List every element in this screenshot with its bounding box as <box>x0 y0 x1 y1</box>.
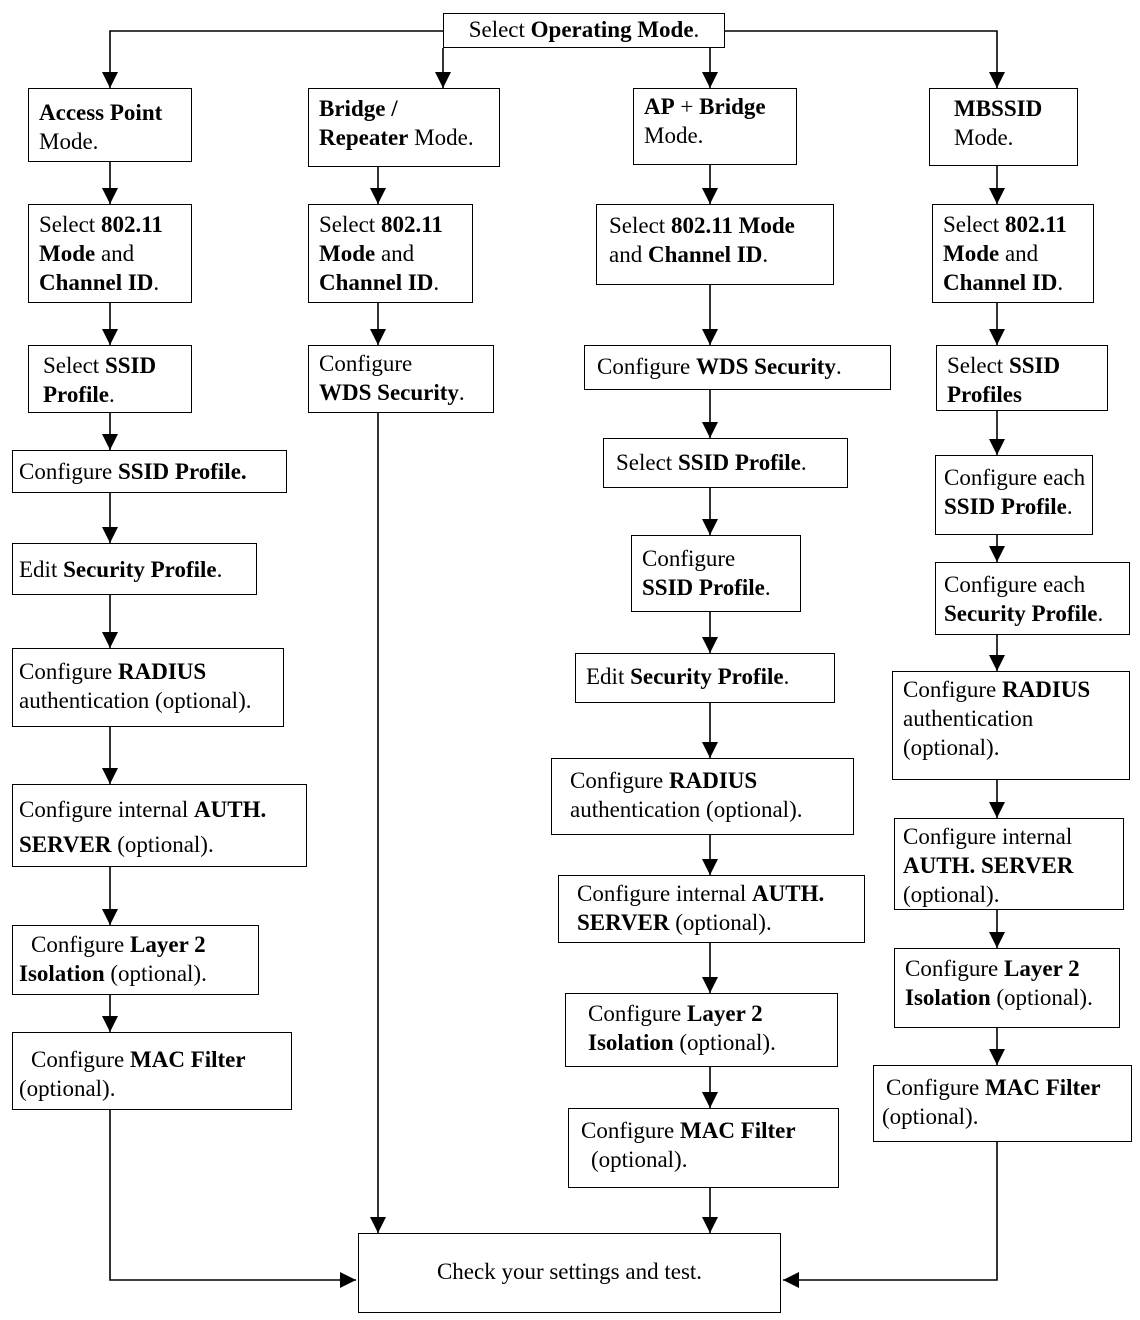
mbssid-configure-mac-filter-box: Configure MAC Filter(optional). <box>873 1065 1132 1142</box>
ap-configure-auth-server-box: Configure internal AUTH.SERVER (optional… <box>12 784 307 867</box>
check-settings-box: Check your settings and test. <box>358 1233 781 1313</box>
arrow-top-to-mbssid <box>725 30 1005 88</box>
ap-bridge-configure-mac-filter-box: Configure MAC Filter(optional). <box>568 1108 839 1188</box>
ap-bridge-configure-auth-server-box: Configure internal AUTH.SERVER (optional… <box>558 875 865 943</box>
bridge-repeater-mode-box: Bridge /Repeater Mode. <box>308 88 500 167</box>
select-operating-mode-box: Select Operating Mode. <box>443 13 725 48</box>
arrow-ap-to-check <box>109 1110 356 1288</box>
arrow-top-to-access-point <box>102 30 443 88</box>
ap-configure-ssid-profile-box: Configure SSID Profile. <box>12 450 287 493</box>
ap-bridge-edit-security-profile-box: Edit Security Profile. <box>575 653 835 703</box>
ap-configure-mac-filter-box: Configure MAC Filter(optional). <box>12 1032 292 1110</box>
arrow-mb-to-check <box>783 1142 998 1288</box>
ap-bridge-configure-wds-security-box: Configure WDS Security. <box>584 345 891 390</box>
ap-bridge-select-ssid-profile-box: Select SSID Profile. <box>603 438 848 488</box>
ap-edit-security-profile-box: Edit Security Profile. <box>12 543 257 595</box>
